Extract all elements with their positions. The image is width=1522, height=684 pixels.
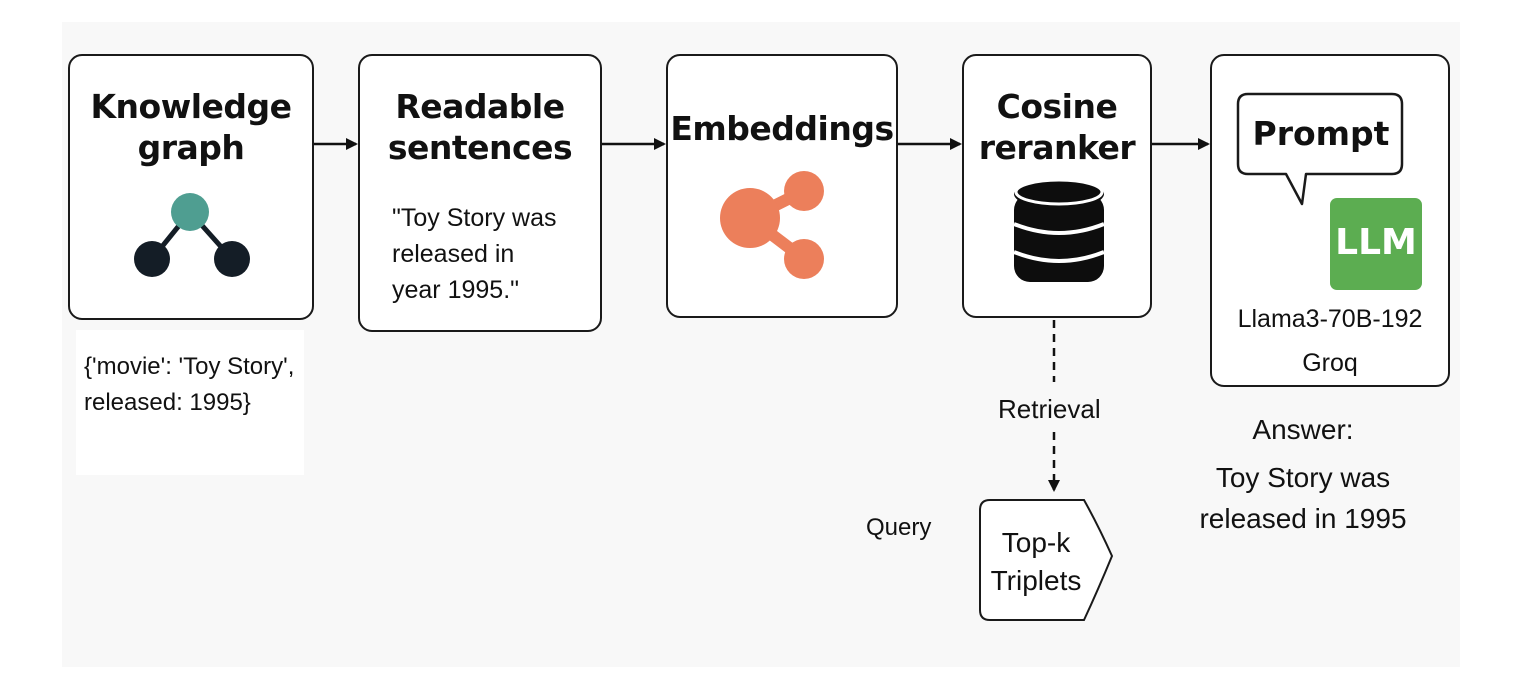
prompt-label: Prompt	[1252, 114, 1390, 153]
readable-sentences-title-line1: Readable	[395, 87, 565, 126]
knowledge-graph-box: Knowledge graph	[68, 54, 314, 320]
sentence-example-line3: year 1995."	[392, 276, 520, 304]
kg-example-background	[76, 330, 304, 475]
embeddings-box: Embeddings	[666, 54, 898, 318]
provider-name: Groq	[1302, 349, 1358, 377]
llm-badge-label: LLM	[1335, 222, 1417, 263]
knowledge-graph-title-line2: graph	[137, 128, 245, 167]
top-k-line1: Top-k	[1001, 527, 1071, 558]
cosine-reranker-title-line2: reranker	[978, 128, 1136, 167]
kg-example-line2: released: 1995}	[84, 389, 251, 416]
retrieval-label: Retrieval	[998, 394, 1101, 424]
graph-icon	[134, 193, 250, 277]
sentence-example-line2: released in	[392, 240, 515, 268]
readable-sentences-box: Readable sentences "Toy Story was releas…	[358, 54, 602, 332]
query-label: Query	[866, 514, 932, 541]
embeddings-title: Embeddings	[670, 109, 894, 148]
kg-example-line1: {'movie': 'Toy Story',	[84, 353, 295, 380]
llm-box: Prompt LLM Llama3-70B-192 Groq	[1210, 54, 1450, 387]
answer-line1: Toy Story was	[1215, 462, 1391, 493]
knowledge-graph-title-line1: Knowledge	[90, 87, 292, 126]
top-k-line2: Triplets	[990, 565, 1082, 596]
database-icon	[1013, 178, 1105, 282]
answer-line2: released in 1995	[1199, 503, 1407, 534]
share-icon	[720, 171, 824, 279]
model-name: Llama3-70B-192	[1237, 305, 1423, 333]
cosine-reranker-title-line1: Cosine	[996, 87, 1118, 126]
speech-bubble-icon	[1236, 92, 1404, 206]
top-k-shape	[979, 499, 1114, 621]
llm-badge-icon: LLM	[1330, 198, 1422, 290]
sentence-example-line1: "Toy Story was	[392, 204, 557, 232]
readable-sentences-title-line2: sentences	[387, 128, 573, 167]
cosine-reranker-box: Cosine reranker	[962, 54, 1152, 318]
answer-label: Answer:	[1252, 414, 1354, 445]
